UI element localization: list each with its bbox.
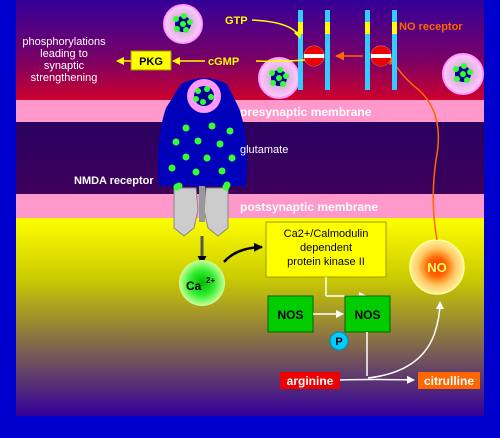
nmda-receptor-label: NMDA receptor — [74, 175, 154, 187]
phosphorylation-line-3: synaptic — [44, 60, 85, 72]
glutamate-label: glutamate — [240, 144, 288, 156]
no-production-arrow — [367, 301, 444, 379]
vesicle-top — [163, 4, 203, 44]
cgmp-line — [255, 59, 306, 63]
postsynaptic-membrane — [16, 194, 484, 218]
vesicle-middle — [258, 57, 300, 99]
no-receptor-right — [365, 10, 397, 90]
calcium-ion: Ca 2+ — [179, 260, 225, 306]
arginine-box — [280, 372, 340, 389]
gtp-label: GTP — [225, 15, 248, 27]
phosphate-group — [329, 331, 349, 351]
citrulline-label: citrulline — [424, 374, 474, 388]
nitric-oxide: NO — [409, 239, 465, 295]
phosphorylation-line-1: phosphorylations — [22, 36, 106, 48]
vesicle-right — [442, 53, 484, 95]
no-label: NO — [427, 260, 447, 275]
cgmp-label: cGMP — [208, 56, 239, 68]
arginine-to-citrulline-arrow — [339, 375, 415, 384]
nos-inactive-label: NOS — [277, 308, 303, 322]
synaptic-cleft — [16, 122, 484, 194]
nos-active-label: NOS — [354, 308, 380, 322]
pkg-label: PKG — [139, 56, 163, 68]
postsynaptic-membrane-label: postsynaptic membrane — [240, 200, 378, 214]
phosphate-label: P — [335, 336, 342, 348]
presynaptic-membrane — [16, 100, 484, 122]
phosphorylation-line-4: strengthening — [31, 72, 98, 84]
no-retrograde-arrow — [389, 55, 440, 241]
presynaptic-terminal — [16, 0, 484, 108]
no-receptor-left — [298, 10, 330, 90]
nmda-receptor — [173, 183, 230, 237]
presynaptic-membrane-label: presynaptic membrane — [240, 105, 372, 119]
calcium-label: Ca — [186, 279, 202, 293]
nos-active-box — [344, 295, 391, 333]
no-receptor-label: NO receptor — [399, 21, 463, 33]
glutamate-release-vesicle — [157, 78, 248, 186]
nos-inactive-box — [267, 295, 314, 333]
citrulline-box — [418, 372, 480, 389]
calcium-charge-label: 2+ — [206, 276, 215, 285]
camk-line-1: Ca2+/Calmodulin — [284, 228, 369, 240]
arginine-label: arginine — [287, 374, 334, 388]
gtp-arrow — [251, 19, 302, 39]
camk-line-3: protein kinase II — [287, 256, 365, 268]
camk-line-2: dependent — [300, 242, 352, 254]
ca-to-camk-arrow — [223, 242, 263, 263]
postsynaptic-neuron — [16, 218, 484, 416]
phosphorylation-line-2: leading to — [40, 48, 88, 60]
